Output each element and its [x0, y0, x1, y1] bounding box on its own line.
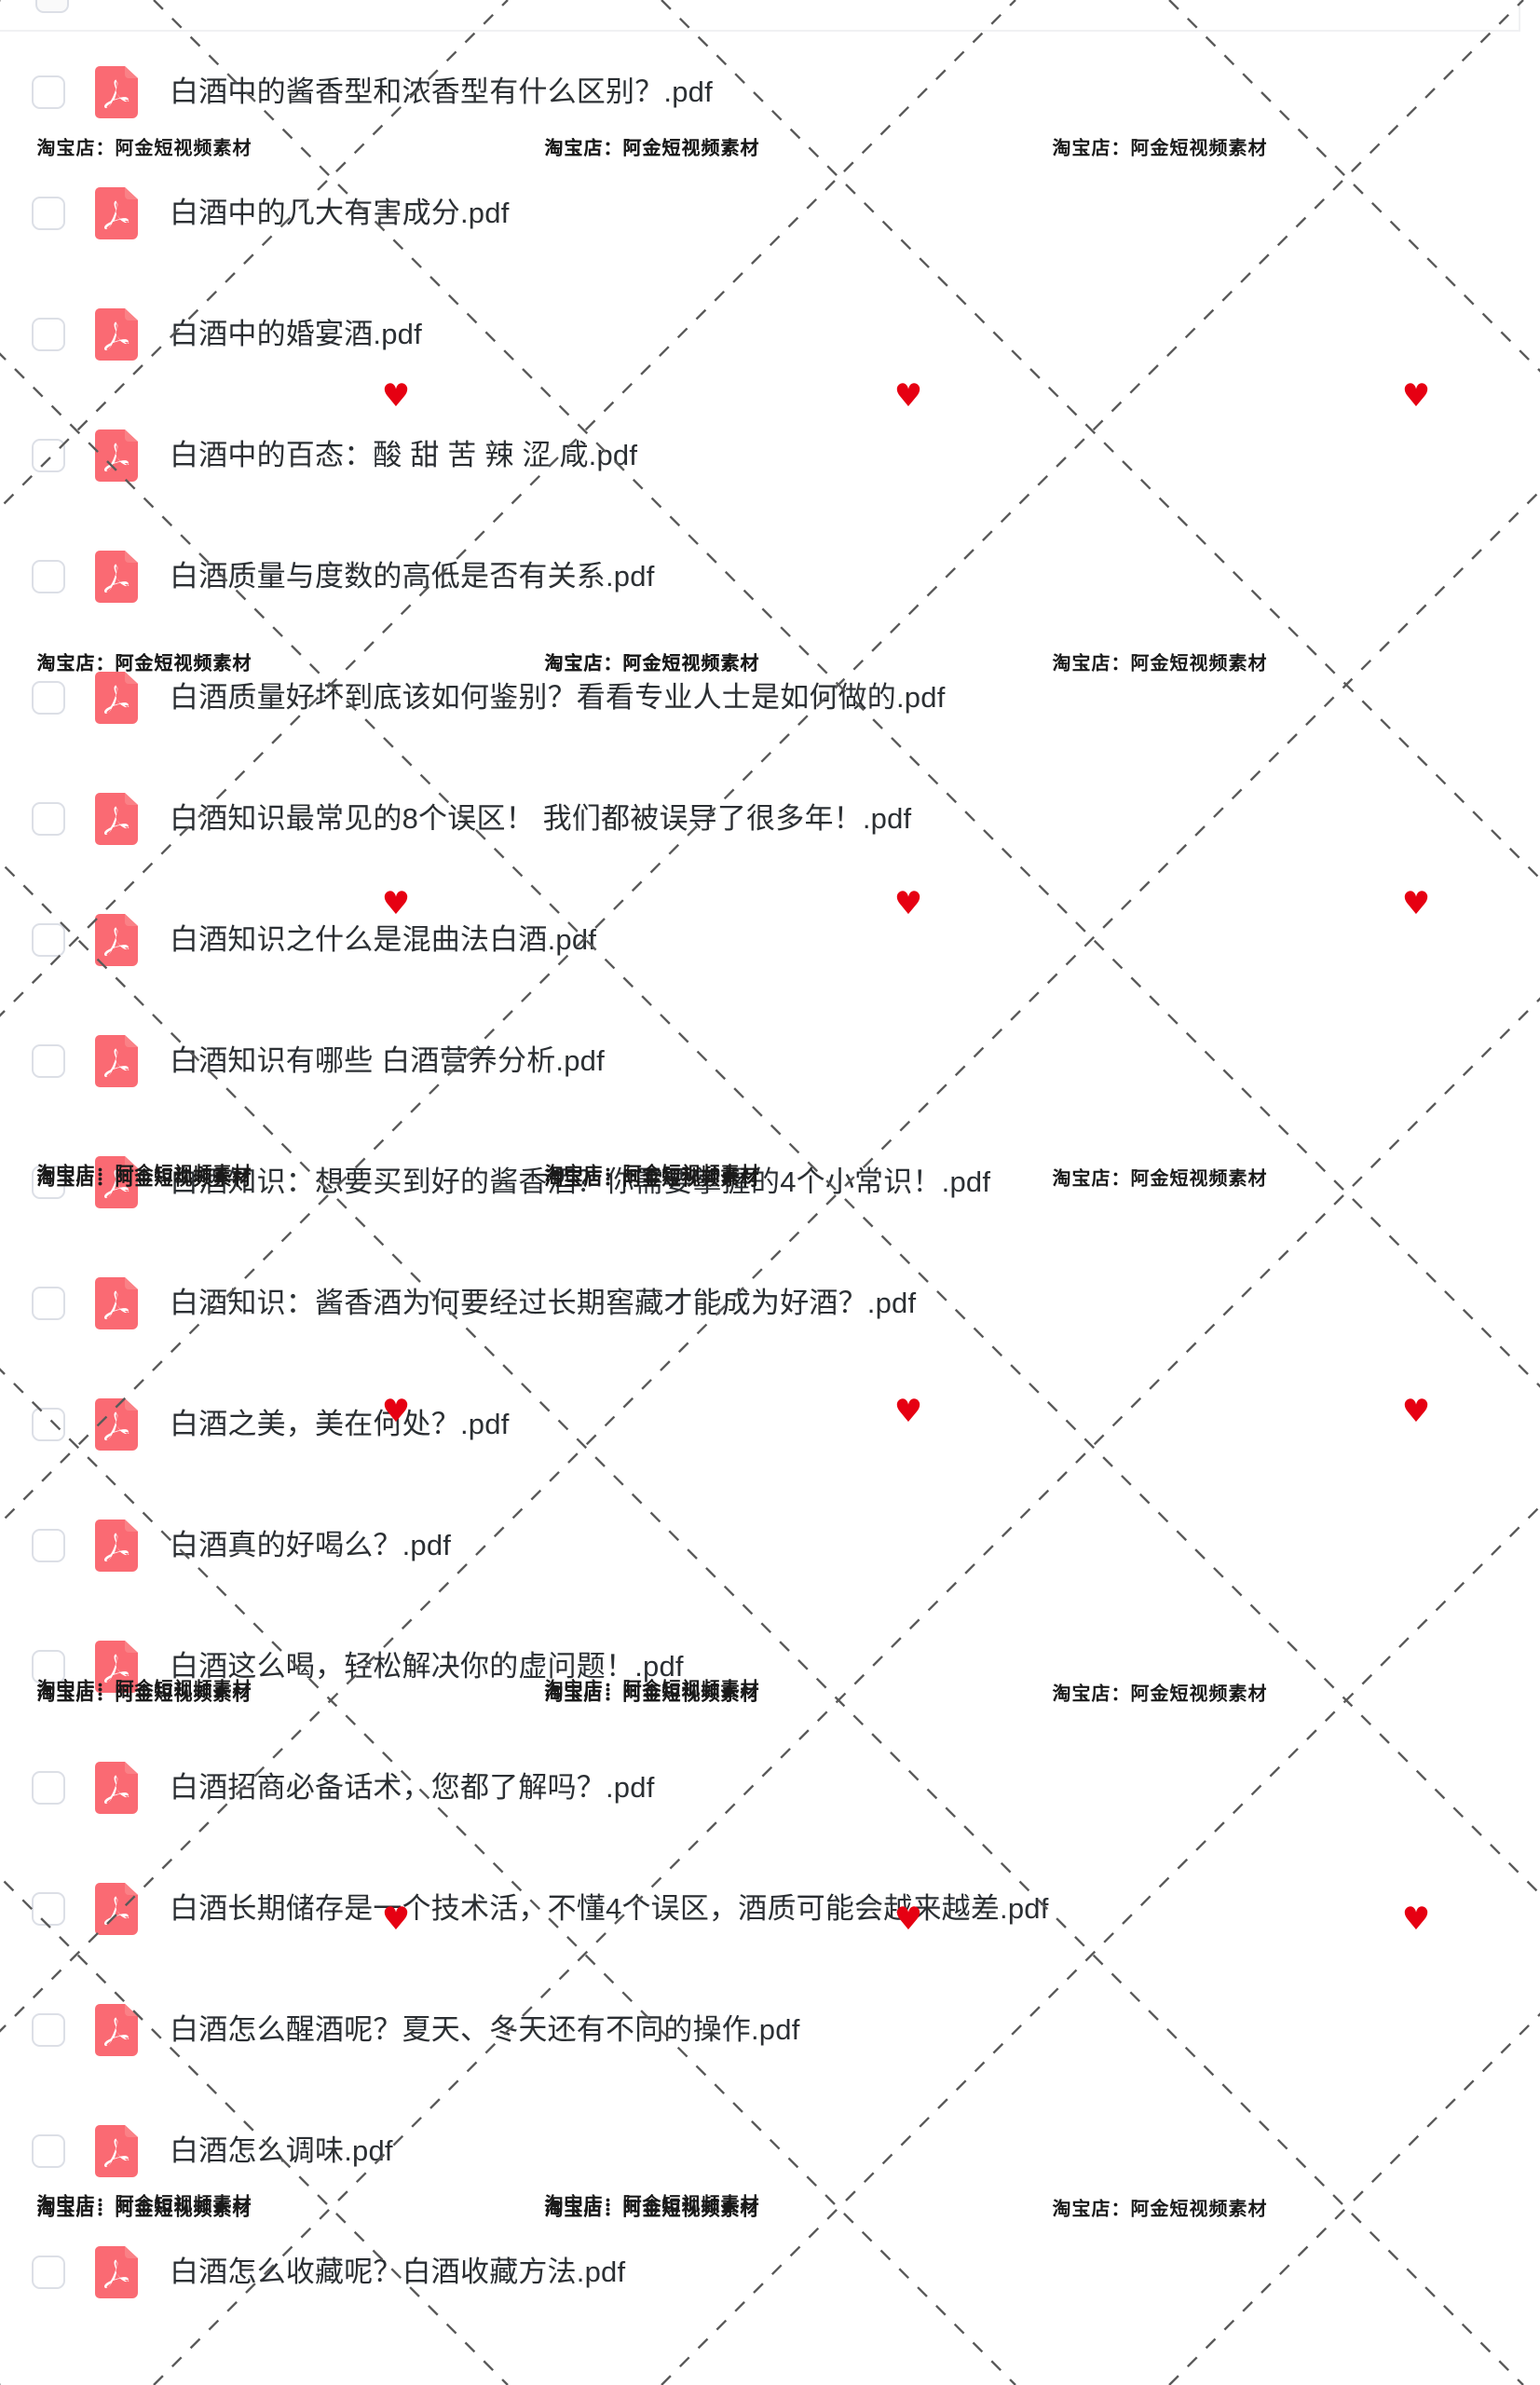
- pdf-file-icon: [95, 914, 138, 966]
- row-checkbox[interactable]: [32, 1650, 65, 1683]
- pdf-file-icon: [95, 429, 138, 482]
- row-checkbox[interactable]: [32, 1529, 65, 1562]
- file-name-label[interactable]: 白酒质量与度数的高低是否有关系.pdf: [170, 560, 655, 593]
- file-row[interactable]: 白酒知识有哪些 白酒营养分析.pdf: [0, 1001, 1540, 1122]
- top-partial-row: [0, 0, 1540, 31]
- row-checkbox[interactable]: [32, 1287, 65, 1320]
- file-name-label[interactable]: 白酒知识之什么是混曲法白酒.pdf: [170, 923, 597, 957]
- row-checkbox[interactable]: [32, 2256, 65, 2289]
- file-row[interactable]: 白酒之美，美在何处？.pdf: [0, 1364, 1540, 1485]
- row-checkbox[interactable]: [32, 923, 65, 957]
- row-checkbox[interactable]: [32, 802, 65, 836]
- row-checkbox[interactable]: [32, 2134, 65, 2168]
- row-checkbox[interactable]: [32, 1044, 65, 1078]
- file-row[interactable]: 白酒中的百态：酸 甜 苦 辣 涩 咸.pdf: [0, 395, 1540, 516]
- file-row[interactable]: 白酒招商必备话术，您都了解吗？.pdf: [0, 1727, 1540, 1848]
- pdf-file-icon: [95, 1762, 138, 1814]
- file-list: 白酒中的酱香型和浓香型有什么区别？.pdf 白酒中的几大有害成分.pdf 白酒中…: [0, 32, 1540, 2333]
- pdf-file-icon: [95, 1641, 138, 1693]
- file-name-label[interactable]: 白酒中的百态：酸 甜 苦 辣 涩 咸.pdf: [170, 439, 638, 472]
- file-name-label[interactable]: 白酒之美，美在何处？.pdf: [170, 1408, 510, 1441]
- file-row[interactable]: 白酒知识最常见的8个误区！ 我们都被误导了很多年！.pdf: [0, 758, 1540, 879]
- file-name-label[interactable]: 白酒质量好坏到底该如何鉴别？看看专业人士是如何做的.pdf: [170, 681, 946, 715]
- file-row[interactable]: 白酒中的婚宴酒.pdf: [0, 274, 1540, 395]
- file-row[interactable]: 白酒知识：酱香酒为何要经过长期窖藏才能成为好酒？.pdf: [0, 1243, 1540, 1364]
- row-checkbox[interactable]: [32, 681, 65, 715]
- file-row[interactable]: 白酒这么喝，轻松解决你的虚问题！.pdf: [0, 1606, 1540, 1727]
- file-name-label[interactable]: 白酒知识有哪些 白酒营养分析.pdf: [170, 1044, 605, 1078]
- file-name-label[interactable]: 白酒招商必备话术，您都了解吗？.pdf: [170, 1771, 655, 1805]
- pdf-file-icon: [95, 187, 138, 239]
- pdf-file-icon: [95, 1156, 138, 1208]
- file-name-label[interactable]: 白酒怎么调味.pdf: [170, 2134, 393, 2168]
- list-right-edge: [1519, 0, 1520, 32]
- file-name-label[interactable]: 白酒真的好喝么？.pdf: [170, 1529, 452, 1562]
- file-row[interactable]: 白酒怎么调味.pdf: [0, 2091, 1540, 2212]
- row-checkbox[interactable]: [32, 1892, 65, 1926]
- row-checkbox[interactable]: [32, 197, 65, 230]
- file-row[interactable]: 白酒真的好喝么？.pdf: [0, 1485, 1540, 1606]
- pdf-file-icon: [95, 1883, 138, 1935]
- row-checkbox[interactable]: [32, 439, 65, 472]
- pdf-file-icon: [95, 66, 138, 118]
- file-row[interactable]: 白酒质量与度数的高低是否有关系.pdf: [0, 516, 1540, 637]
- file-row[interactable]: 白酒中的酱香型和浓香型有什么区别？.pdf: [0, 32, 1540, 153]
- file-row[interactable]: 白酒质量好坏到底该如何鉴别？看看专业人士是如何做的.pdf: [0, 637, 1540, 758]
- pdf-file-icon: [95, 1520, 138, 1572]
- file-row[interactable]: 白酒怎么收藏呢？白酒收藏方法.pdf: [0, 2212, 1540, 2333]
- row-checkbox[interactable]: [32, 318, 65, 351]
- file-name-label[interactable]: 白酒怎么收藏呢？白酒收藏方法.pdf: [170, 2256, 626, 2289]
- file-name-label[interactable]: 白酒知识：酱香酒为何要经过长期窖藏才能成为好酒？.pdf: [170, 1287, 917, 1320]
- pdf-file-icon: [95, 551, 138, 603]
- pdf-file-icon: [95, 1035, 138, 1087]
- pdf-file-icon: [95, 2246, 138, 2298]
- file-row[interactable]: 白酒长期储存是一个技术活，不懂4个误区，酒质可能会越来越差.pdf: [0, 1848, 1540, 1969]
- file-name-label[interactable]: 白酒怎么醒酒呢？夏天、冬天还有不同的操作.pdf: [170, 2013, 800, 2047]
- file-row[interactable]: 白酒知识：想要买到好的酱香酒？你需要掌握的4个小常识！.pdf: [0, 1122, 1540, 1243]
- pdf-file-icon: [95, 308, 138, 361]
- pdf-file-icon: [95, 2125, 138, 2177]
- pdf-file-icon: [95, 1398, 138, 1451]
- file-row[interactable]: 白酒知识之什么是混曲法白酒.pdf: [0, 879, 1540, 1001]
- pdf-file-icon: [95, 1277, 138, 1329]
- row-checkbox[interactable]: [32, 75, 65, 109]
- file-name-label[interactable]: 白酒知识：想要买到好的酱香酒？你需要掌握的4个小常识！.pdf: [170, 1165, 991, 1199]
- file-row[interactable]: 白酒中的几大有害成分.pdf: [0, 153, 1540, 274]
- pdf-file-icon: [95, 793, 138, 845]
- row-checkbox[interactable]: [32, 1165, 65, 1199]
- file-name-label[interactable]: 白酒长期储存是一个技术活，不懂4个误区，酒质可能会越来越差.pdf: [170, 1892, 1049, 1926]
- file-row[interactable]: 白酒怎么醒酒呢？夏天、冬天还有不同的操作.pdf: [0, 1969, 1540, 2091]
- file-name-label[interactable]: 白酒中的酱香型和浓香型有什么区别？.pdf: [170, 75, 713, 109]
- row-checkbox[interactable]: [32, 1408, 65, 1441]
- row-checkbox[interactable]: [32, 560, 65, 593]
- file-name-label[interactable]: 白酒这么喝，轻松解决你的虚问题！.pdf: [170, 1650, 684, 1683]
- row-checkbox-partial[interactable]: [35, 0, 69, 13]
- file-name-label[interactable]: 白酒中的几大有害成分.pdf: [170, 197, 510, 230]
- pdf-file-icon: [95, 2004, 138, 2056]
- row-checkbox[interactable]: [32, 1771, 65, 1805]
- file-name-label[interactable]: 白酒知识最常见的8个误区！ 我们都被误导了很多年！.pdf: [170, 802, 912, 836]
- pdf-file-icon: [95, 672, 138, 724]
- row-checkbox[interactable]: [32, 2013, 65, 2047]
- file-name-label[interactable]: 白酒中的婚宴酒.pdf: [170, 318, 422, 351]
